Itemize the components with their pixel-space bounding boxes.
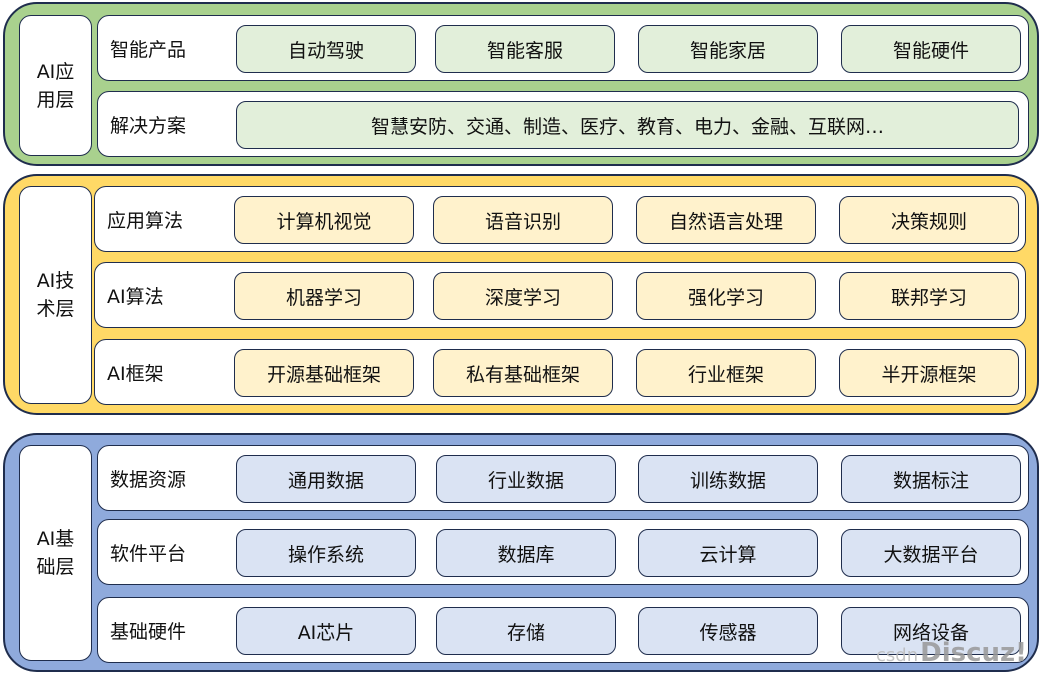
item-box: 开源基础框架 xyxy=(234,349,414,397)
layer-technology: AI技术层 应用算法 计算机视觉语音识别自然语言处理决策规则 AI算法 机器学习深度学习… xyxy=(3,174,1039,415)
item-box: 存储 xyxy=(436,607,616,655)
layer-row: 基础硬件 AI芯片存储传感器网络设备 xyxy=(97,597,1029,663)
item-box: 行业框架 xyxy=(636,349,816,397)
row-title: 应用算法 xyxy=(107,209,184,232)
layer-row: 软件平台 操作系统数据库云计算大数据平台 xyxy=(97,519,1029,585)
layer-label-text: AI技术层 xyxy=(36,270,75,320)
layer-foundation: AI基础层 数据资源 通用数据行业数据训练数据数据标注软件平台 操作系统数据库云计算大… xyxy=(3,433,1039,672)
watermark: csdnDiscuz! xyxy=(876,638,1027,668)
layer-row: AI算法 机器学习深度学习强化学习联邦学习 xyxy=(94,262,1026,328)
row-title: 解决方案 xyxy=(110,114,187,137)
layer-label-text: AI基础层 xyxy=(36,528,75,578)
item-box: 操作系统 xyxy=(236,529,416,577)
item-box: 决策规则 xyxy=(839,196,1019,244)
item-box: 大数据平台 xyxy=(841,529,1021,577)
item-box: 行业数据 xyxy=(436,455,616,503)
row-title: AI框架 xyxy=(107,362,164,385)
item-box: 训练数据 xyxy=(638,455,818,503)
item-box: 网络设备 xyxy=(841,607,1021,655)
item-box: 云计算 xyxy=(638,529,818,577)
row-title: 基础硬件 xyxy=(110,620,187,643)
item-box: 计算机视觉 xyxy=(234,196,414,244)
layer-label: AI技术层 xyxy=(19,186,92,404)
row-title: 智能产品 xyxy=(110,38,187,61)
layer-row: 应用算法 计算机视觉语音识别自然语言处理决策规则 xyxy=(94,186,1026,252)
layer-label-text: AI应用层 xyxy=(36,60,75,111)
item-box: 私有基础框架 xyxy=(433,349,613,397)
item-box: 自动驾驶 xyxy=(236,25,416,73)
item-box: 自然语言处理 xyxy=(636,196,816,244)
item-box: AI芯片 xyxy=(236,607,416,655)
item-box: 传感器 xyxy=(638,607,818,655)
item-box: 数据标注 xyxy=(841,455,1021,503)
item-box: 半开源框架 xyxy=(839,349,1019,397)
layer-row: AI框架 开源基础框架私有基础框架行业框架半开源框架 xyxy=(94,339,1026,405)
item-box: 智能客服 xyxy=(435,25,615,73)
item-box: 通用数据 xyxy=(236,455,416,503)
item-box: 机器学习 xyxy=(234,272,414,320)
layer-application: AI应用层 智能产品 自动驾驶智能客服智能家居智能硬件解决方案 智慧安防、交通、制造、… xyxy=(3,2,1039,166)
item-box: 数据库 xyxy=(436,529,616,577)
layer-row: 解决方案 智慧安防、交通、制造、医疗、教育、电力、金融、互联网… xyxy=(97,91,1029,157)
item-box: 强化学习 xyxy=(636,272,816,320)
layer-row: 数据资源 通用数据行业数据训练数据数据标注 xyxy=(97,445,1029,511)
item-box: 深度学习 xyxy=(433,272,613,320)
layer-row: 智能产品 自动驾驶智能客服智能家居智能硬件 xyxy=(97,15,1029,81)
row-title: AI算法 xyxy=(107,285,164,308)
item-box: 联邦学习 xyxy=(839,272,1019,320)
layer-label: AI应用层 xyxy=(19,15,92,156)
item-box: 智能硬件 xyxy=(841,25,1021,73)
layer-label: AI基础层 xyxy=(19,445,92,661)
solutions-box: 智慧安防、交通、制造、医疗、教育、电力、金融、互联网… xyxy=(236,101,1019,149)
row-title: 软件平台 xyxy=(110,542,187,565)
row-title: 数据资源 xyxy=(110,468,187,491)
item-box: 语音识别 xyxy=(433,196,613,244)
item-box: 智能家居 xyxy=(638,25,818,73)
